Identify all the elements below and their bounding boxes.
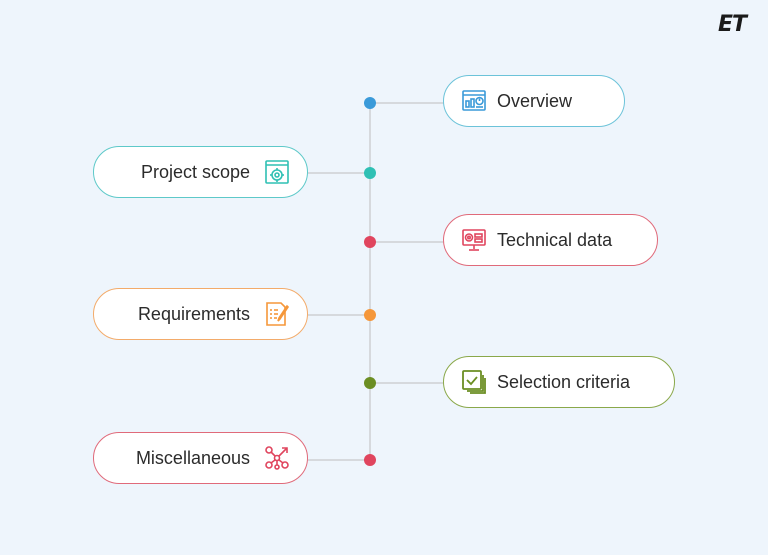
node-label: Project scope (140, 161, 250, 182)
monitor-settings-icon (461, 227, 487, 253)
checkbox-stack-icon (461, 369, 487, 395)
node-requirements[interactable]: Requirements (93, 288, 308, 340)
connector-technical-data (370, 241, 444, 243)
connector-project-scope (308, 172, 370, 174)
connector-selection-criteria (370, 382, 444, 384)
node-selection-criteria[interactable]: Selection criteria (443, 356, 675, 408)
node-miscellaneous[interactable]: Miscellaneous (93, 432, 308, 484)
timeline-dot-technical-data (364, 236, 376, 248)
timeline-dot-miscellaneous (364, 454, 376, 466)
dashboard-chart-icon (461, 88, 487, 114)
node-overview[interactable]: Overview (443, 75, 625, 127)
node-label: Requirements (137, 303, 250, 324)
node-label: Technical data (497, 229, 613, 250)
connector-overview (370, 102, 444, 104)
timeline-dot-project-scope (364, 167, 376, 179)
node-label: Selection criteria (497, 371, 631, 392)
connector-requirements (308, 314, 370, 316)
timeline-dot-overview (364, 97, 376, 109)
node-project-scope[interactable]: Project scope (93, 146, 308, 198)
checklist-pen-icon (264, 301, 290, 327)
node-label: Miscellaneous (135, 447, 250, 468)
brand-logo: ET (718, 12, 747, 37)
network-nodes-icon (264, 445, 290, 471)
connector-miscellaneous (308, 459, 370, 461)
target-window-icon (264, 159, 290, 185)
node-label: Overview (497, 90, 573, 111)
timeline-spine (369, 103, 371, 460)
timeline-dot-requirements (364, 309, 376, 321)
timeline-dot-selection-criteria (364, 377, 376, 389)
node-technical-data[interactable]: Technical data (443, 214, 658, 266)
